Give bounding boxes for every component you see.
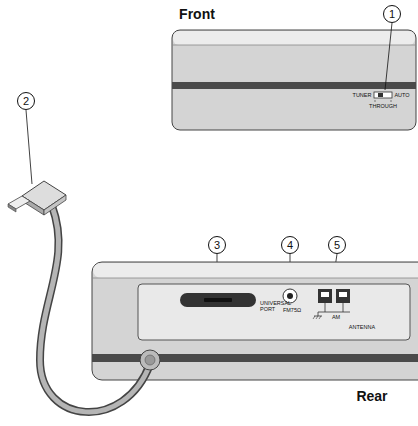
universal-port-part [180,293,256,307]
terminal-label: AM [332,315,340,321]
callout-number: 5 [328,236,346,254]
am-terminals-part [321,292,329,297]
mode-switch-part [375,100,376,102]
universal-port [180,293,256,307]
fm-jack-part [287,293,293,299]
cable-part [140,350,160,370]
cable-connector [8,181,66,215]
port-label: FM75Ω [283,308,301,314]
cable-connector-part [8,204,16,212]
leader-line-part [385,23,392,90]
switch-position-label: TUNER [353,93,372,99]
am-terminals-part [318,312,319,316]
am-terminals-part [316,316,318,319]
mode-switch-part [374,92,392,98]
cable-part [145,355,155,365]
am-terminals-part [318,312,350,313]
callout-number: 3 [208,236,226,254]
cable-part [40,206,150,412]
front-housing-part [172,45,416,46]
cable-part [40,206,150,412]
rear-housing-part [138,284,410,340]
callout-number: 2 [17,92,35,110]
front-housing [172,30,416,130]
callout-number: 4 [281,236,299,254]
universal-port-part [204,298,232,302]
callout-number: 1 [383,5,401,23]
am-terminals-part [339,292,347,297]
am-terminals-part [343,303,344,312]
front-housing-part [172,30,416,130]
am-terminals-part [313,316,315,319]
rear-housing-part [92,262,418,380]
rear-housing-part [93,263,418,278]
front-housing-part [172,82,416,89]
am-terminals-part [318,289,332,303]
cable [40,206,160,412]
am-terminals-part [319,316,321,319]
port-label: ANTENNA [349,325,375,331]
leader-line [26,23,392,291]
mode-switch [374,92,392,102]
am-terminals [313,289,350,319]
view-label: Rear [356,388,387,404]
am-terminals-part [325,303,326,312]
rear-housing [92,262,418,380]
mode-switch-part [391,100,392,102]
switch-position-label: AUTO [394,93,409,99]
am-terminals-part [336,289,350,303]
mode-switch-part [378,93,383,97]
front-housing-part [173,31,415,45]
view-label: Front [179,6,215,22]
switch-position-label: THROUGH [369,104,397,110]
rear-housing-part [92,278,418,279]
cable-connector-part [44,195,66,215]
leader-line-part [26,110,32,184]
